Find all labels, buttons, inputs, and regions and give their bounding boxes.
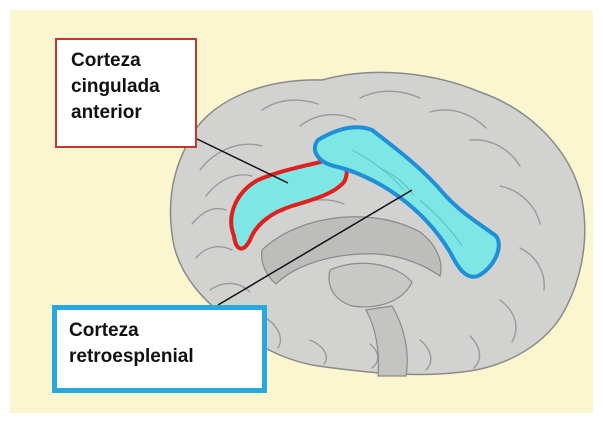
retrosplenial-label: Corteza retroesplenial — [52, 305, 267, 393]
acc-label-line-1: Corteza — [71, 48, 181, 74]
rsc-label-line-2: retroesplenial — [69, 344, 250, 370]
acc-label-line-3: anterior — [71, 100, 181, 126]
acc-label-line-2: cingulada — [71, 74, 181, 100]
rsc-label-line-1: Corteza — [69, 318, 250, 344]
anterior-cingulate-label: Corteza cingulada anterior — [55, 38, 197, 148]
